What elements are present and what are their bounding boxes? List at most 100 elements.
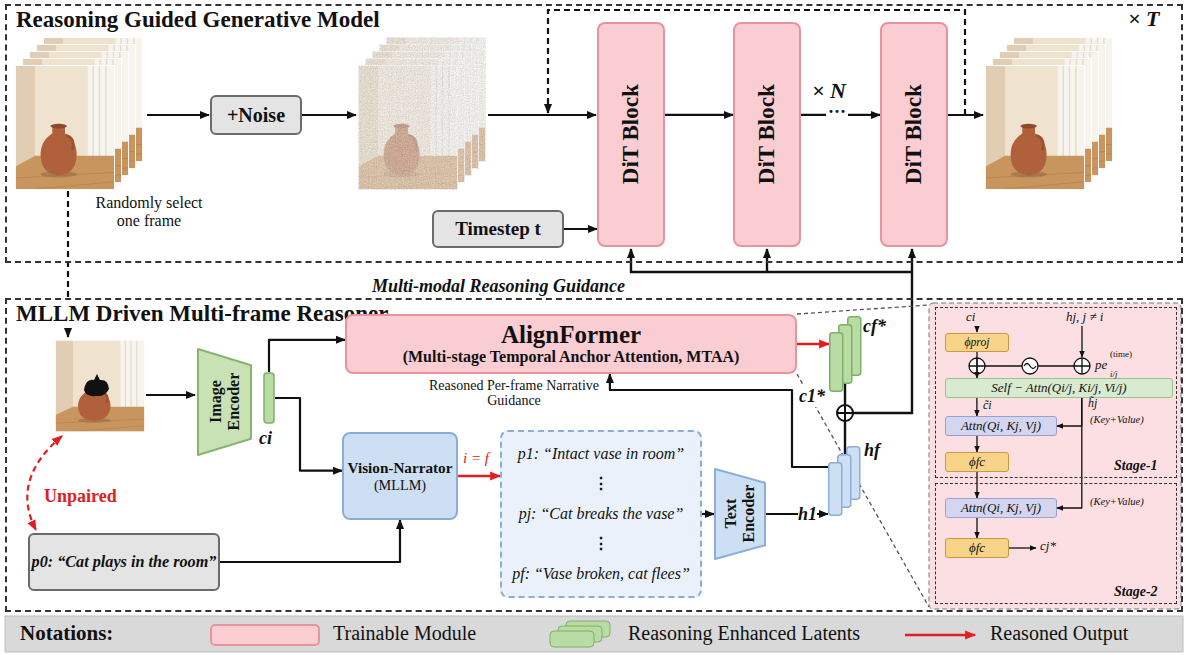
sum-symbol: [837, 405, 853, 421]
connector: [976, 518, 977, 538]
trapezoid-shape: [198, 349, 251, 455]
ellipsis: ···: [826, 102, 848, 123]
connector: [976, 398, 977, 416]
stage-box: Stage-1 ϕprojSelf − Attn(Qi/j, Ki/j, Vi/j…: [935, 307, 1177, 478]
region-panel: MLLM Driven Multi-frame ReasonerImage En…: [5, 298, 1183, 612]
region-title: Reasoning Guided Generative Model: [13, 7, 383, 33]
sum-symbol: [969, 358, 1090, 374]
legend-heading: Notations:: [20, 621, 113, 645]
projection-box: ϕfc: [945, 452, 1009, 472]
prompt-box: p0: “Cat plays in the room”: [28, 533, 220, 591]
prompt-list: p1: “Intact vase in room” ⋮ pj: “Cat break…: [500, 430, 702, 598]
guidance-wire: [631, 249, 912, 272]
legend-label: Trainable Module: [333, 622, 476, 645]
connector: [665, 114, 733, 116]
vector-name: cj*: [1040, 539, 1056, 554]
input-box: Timestep t: [432, 210, 564, 248]
panel-wire: [1009, 547, 1036, 548]
edge-label: i = f: [463, 450, 489, 467]
node-label: DiT Block: [754, 35, 780, 235]
latent-vector-outline: [263, 372, 275, 424]
note: Randomly select one frame: [84, 194, 214, 231]
sinusoid-symbol: [1024, 364, 1036, 369]
node-label: (Multi-stage Temporal Anchor Attention, …: [403, 348, 740, 366]
dit-block: DiT Block: [733, 22, 801, 247]
encoding-sub: i/j: [1110, 369, 1118, 379]
sum-symbol: [1074, 358, 1090, 374]
node-label: Vision-Narrator: [348, 459, 453, 476]
red-arrow-sample: [905, 634, 975, 637]
attention-box: Attn(Qi, Kj, Vj): [945, 498, 1057, 518]
legend-label: Reasoning Enhanced Latents: [628, 622, 860, 645]
region-title: MLLM Driven Multi-frame Reasoner: [13, 301, 391, 327]
mllm-box: Vision-Narrator(MLLM): [342, 432, 458, 520]
projection-box: ϕfc: [945, 538, 1009, 558]
dit-block: DiT Block: [597, 22, 665, 247]
attention-box: Self − Attn(Qi/j, Ki/j, Vi/j): [945, 378, 1173, 398]
connector: [1057, 398, 1082, 426]
output-frames: [985, 65, 1085, 190]
edge-label: (Key+Value): [1090, 496, 1144, 508]
selected-frame: [84, 374, 109, 396]
connector: [564, 228, 597, 230]
unpaired-arrow: [27, 436, 62, 530]
detail-panel: [929, 303, 1181, 609]
attention-box: Attn(Qi, Kj, Vj): [945, 416, 1057, 436]
latent-icon: [550, 621, 610, 647]
zoom-line: [797, 305, 929, 314]
node-label: ϕfc: [969, 455, 985, 470]
noisy-frames: [358, 37, 486, 190]
node-label: p1: “Intact vase in room”: [518, 445, 685, 463]
guidance-wire: [844, 384, 846, 405]
connector: [1057, 398, 1082, 508]
connector: [976, 436, 977, 452]
guidance-wire: [766, 249, 768, 272]
node-label: ⋮: [593, 476, 609, 492]
legend-label: Reasoned Output: [990, 622, 1128, 645]
latent-icon: [550, 631, 594, 647]
notation-bar: [5, 616, 1183, 652]
flow-wire: [488, 114, 596, 116]
edge-label: (Key+Value): [1090, 414, 1144, 426]
connector: [269, 340, 345, 372]
node-label: Image Encoder: [207, 354, 242, 450]
encoding-sup: (time): [1110, 349, 1132, 359]
dit-block: DiT Block: [880, 22, 948, 247]
video-frames: [15, 37, 143, 190]
flow-wire: [147, 114, 209, 116]
vector-name: h̃j: [1088, 397, 1097, 411]
zoom-line: [797, 374, 929, 607]
node-label: pj: “Cat breaks the vase”: [519, 505, 684, 523]
encoder-trapezoid: Image Encoder: [197, 348, 252, 456]
stage-title: Stage-2: [1114, 584, 1158, 600]
noisy-frames: [358, 65, 458, 190]
process-box: +Noise: [210, 95, 302, 135]
node-label: Timestep t: [455, 218, 541, 240]
edge-label: × N: [812, 78, 846, 103]
node-label: Attn(Qi, Kj, Vj): [961, 501, 1041, 516]
stage-title: Stage-1: [1114, 458, 1158, 474]
module-box: AlignFormer(Multi-stage Temporal Anchor …: [345, 314, 797, 374]
projection-box: ϕproj: [945, 333, 1009, 352]
node-label: Attn(Qi, Kj, Vj): [961, 419, 1041, 434]
node-label: Text Encoder: [722, 472, 757, 556]
latent-stack-outline: [828, 446, 862, 516]
vector-name: c1*: [799, 386, 825, 407]
panel-wire: [976, 326, 977, 332]
vector-bar: [830, 333, 843, 392]
vector-bar: [829, 463, 842, 516]
encoder-trapezoid: Text Encoder: [714, 468, 766, 560]
legend-swatch: [210, 624, 320, 646]
sum-symbol: [837, 405, 853, 421]
sinusoid-symbol: [1022, 358, 1038, 374]
vector-name: ci: [966, 310, 975, 325]
sum-symbol: [837, 405, 853, 421]
vector-name: hj, j ≠ i: [1066, 310, 1103, 325]
flow-wire: [146, 394, 195, 396]
vector-name: ci: [259, 428, 272, 449]
vector-name: hf: [864, 440, 880, 461]
selected-frame: [55, 340, 145, 432]
node-label: Self − Attn(Qi/j, Ki/j, Vi/j): [991, 381, 1126, 396]
node-label: ϕproj: [964, 336, 989, 349]
encoding-name: pe: [1095, 358, 1107, 373]
